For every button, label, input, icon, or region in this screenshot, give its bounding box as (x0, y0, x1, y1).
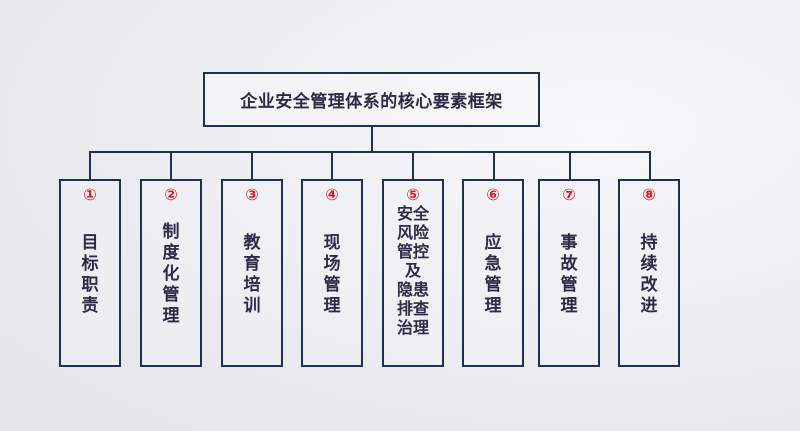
node-continuous-improvement: ⑧ 持 续 改 进 (618, 179, 680, 367)
root-stem (371, 125, 373, 153)
node-number: ① (83, 185, 97, 204)
node-label: 应 急 管 理 (484, 233, 502, 316)
node-number: ② (164, 185, 178, 204)
node-number: ⑥ (486, 185, 500, 204)
node-education-training: ③ 教 育 培 训 (221, 179, 283, 367)
branch-stem-7 (569, 151, 571, 180)
node-label: 事 故 管 理 (560, 233, 578, 316)
node-label: 持 续 改 进 (640, 233, 658, 316)
node-number: ④ (325, 185, 339, 204)
branch-stem-4 (331, 151, 333, 180)
branch-stem-8 (649, 151, 651, 180)
node-site-management: ④ 现 场 管 理 (301, 179, 363, 367)
node-accident-management: ⑦ 事 故 管 理 (538, 179, 600, 367)
node-label: 目 标 职 责 (81, 233, 99, 316)
node-number: ⑦ (562, 185, 576, 204)
node-emergency-management: ⑥ 应 急 管 理 (462, 179, 524, 367)
node-label: 安全 风险 管控 及 隐患 排查 治理 (396, 204, 429, 337)
branch-stem-3 (251, 151, 253, 180)
node-label: 制 度 化 管 理 (162, 222, 180, 326)
node-label: 教 育 培 训 (243, 233, 261, 316)
node-risk-control-hazard-management: ⑤ 安全 风险 管控 及 隐患 排查 治理 (382, 179, 444, 367)
branch-stem-5 (412, 151, 414, 180)
branch-stem-6 (493, 151, 495, 180)
diagram-title: 企业安全管理体系的核心要素框架 (240, 92, 503, 112)
branch-stem-1 (89, 151, 91, 180)
horizontal-connector (89, 151, 651, 153)
root-node: 企业安全管理体系的核心要素框架 (203, 72, 540, 127)
node-institutional-management: ② 制 度 化 管 理 (140, 179, 202, 367)
node-label: 现 场 管 理 (323, 233, 341, 316)
node-number: ⑧ (642, 185, 656, 204)
node-target-responsibility: ① 目 标 职 责 (59, 179, 121, 367)
branch-stem-2 (170, 151, 172, 180)
node-number: ③ (245, 185, 259, 204)
node-number: ⑤ (406, 185, 420, 204)
